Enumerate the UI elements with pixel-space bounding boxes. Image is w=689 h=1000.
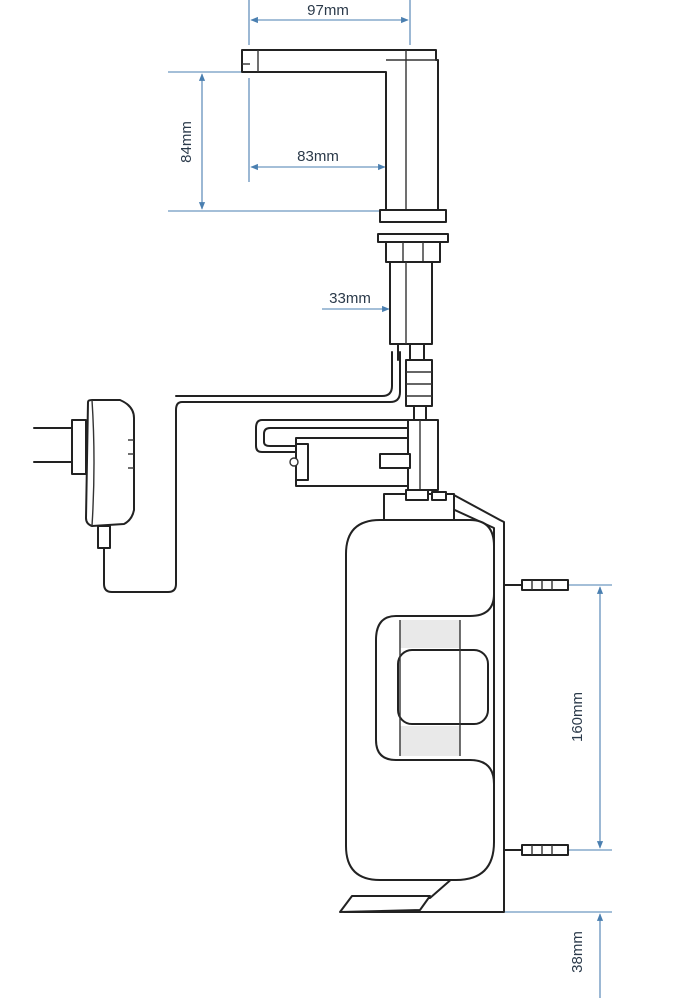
power-cable (103, 351, 409, 593)
dimension-83mm: 83mm (248, 78, 386, 182)
faucet-spout (241, 49, 439, 211)
dimension-84mm: 84mm (168, 71, 382, 212)
mount-screw-top (503, 579, 569, 591)
dimension-33mm: 33mm (322, 290, 390, 313)
tank-assembly (339, 489, 505, 913)
dimension-160mm: 160mm (500, 584, 612, 851)
dimension-97mm: 97mm (248, 0, 411, 45)
dimension-label-bottom-clearance: 38mm (569, 931, 586, 973)
power-adapter (33, 399, 135, 549)
dimension-38mm: 38mm (505, 911, 612, 998)
dimension-label-spout-height: 84mm (178, 121, 195, 163)
dimension-label-spout-reach: 83mm (297, 148, 339, 165)
threaded-shank (389, 261, 433, 345)
control-unit (289, 419, 439, 491)
mount-screw-bottom (503, 844, 569, 856)
supply-hoses (397, 343, 433, 421)
faucet-base (377, 209, 449, 263)
dimension-label-body-diameter: 33mm (329, 290, 371, 307)
dimension-label-mount-spacing: 160mm (569, 692, 586, 742)
dimension-label-spout-width: 97mm (307, 2, 349, 19)
